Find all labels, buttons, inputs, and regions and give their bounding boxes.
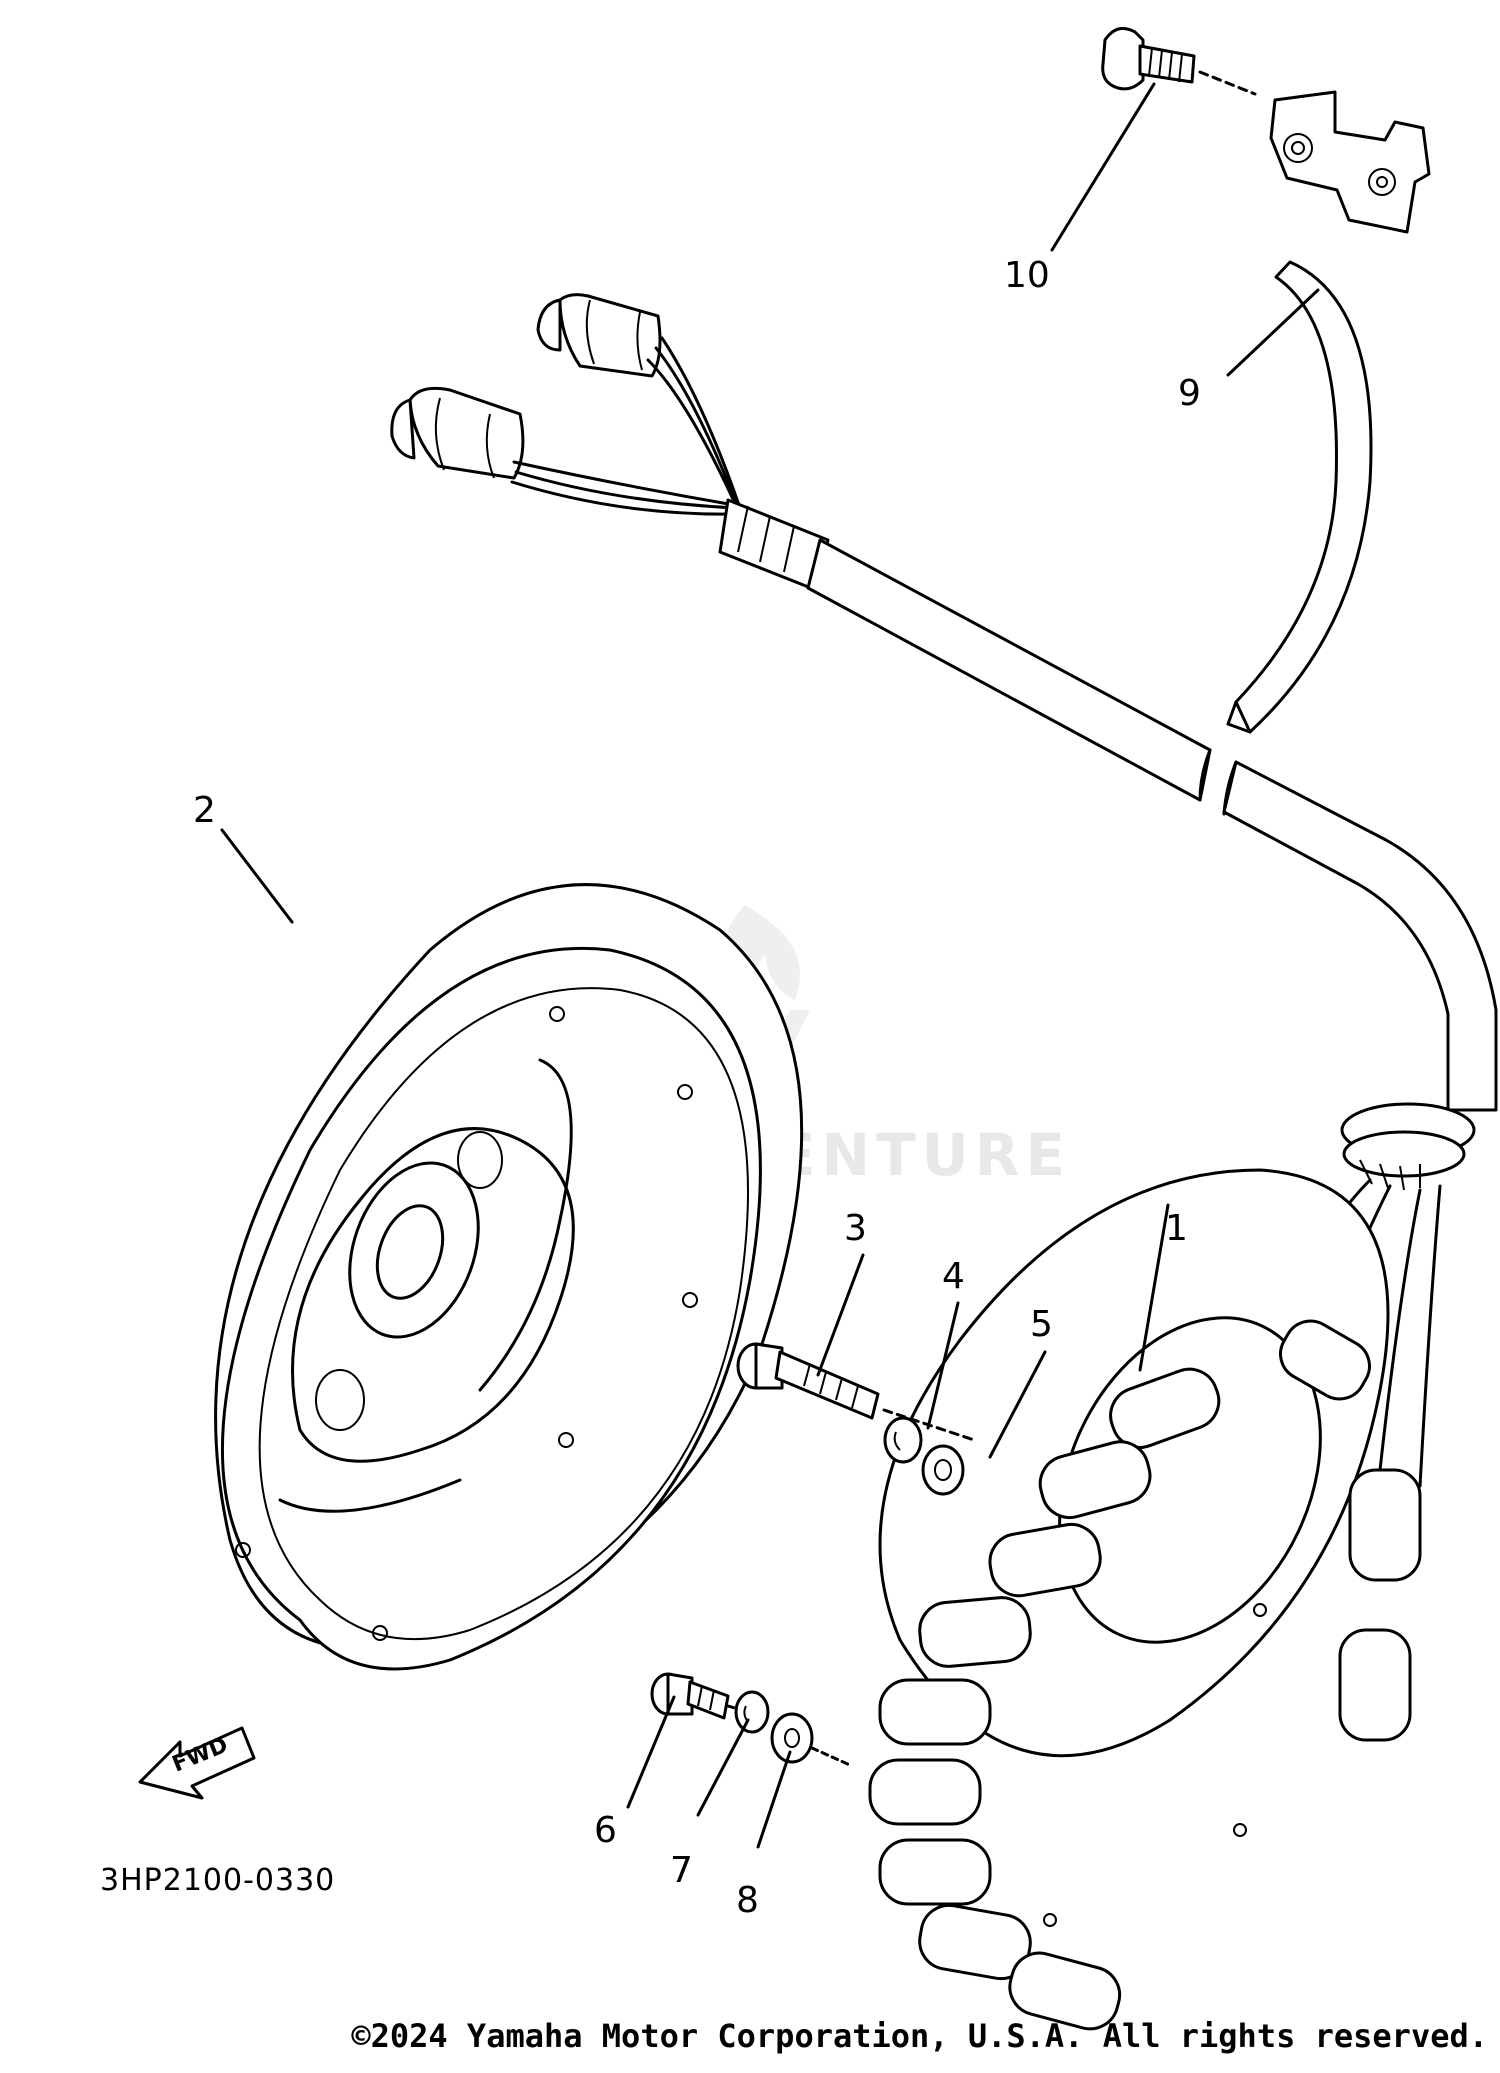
washers-parts-7-8 bbox=[734, 1690, 854, 1768]
callout-5: 5 bbox=[1030, 1304, 1053, 1345]
callout-2: 2 bbox=[193, 790, 216, 831]
callout-6: 6 bbox=[594, 1810, 617, 1851]
callout-8: 8 bbox=[736, 1880, 759, 1921]
callout-labels: 1 2 3 4 5 6 7 8 9 10 bbox=[193, 255, 1201, 1921]
wire-harness bbox=[390, 293, 1498, 1488]
leader-lines bbox=[220, 82, 1320, 1849]
callout-9: 9 bbox=[1178, 373, 1201, 414]
callout-1: 1 bbox=[1165, 1208, 1188, 1249]
fwd-arrow: FWD bbox=[138, 1726, 256, 1800]
lead-clamp-part-9 bbox=[1226, 90, 1431, 734]
bolt-part-3 bbox=[736, 1342, 976, 1442]
drawing-code: 3HP2100-0330 bbox=[100, 1863, 335, 1898]
callout-7: 7 bbox=[670, 1850, 693, 1891]
washers-parts-4-5 bbox=[883, 1416, 965, 1496]
copyright-notice: ©2024 Yamaha Motor Corporation, U.S.A. A… bbox=[351, 2017, 1488, 2055]
rotor-part-2 bbox=[214, 883, 804, 1671]
callout-4: 4 bbox=[942, 1256, 965, 1297]
stator-part-1 bbox=[868, 1168, 1422, 2031]
screw-part-10 bbox=[1101, 26, 1257, 96]
callout-3: 3 bbox=[844, 1208, 867, 1249]
callout-10: 10 bbox=[1004, 255, 1050, 296]
